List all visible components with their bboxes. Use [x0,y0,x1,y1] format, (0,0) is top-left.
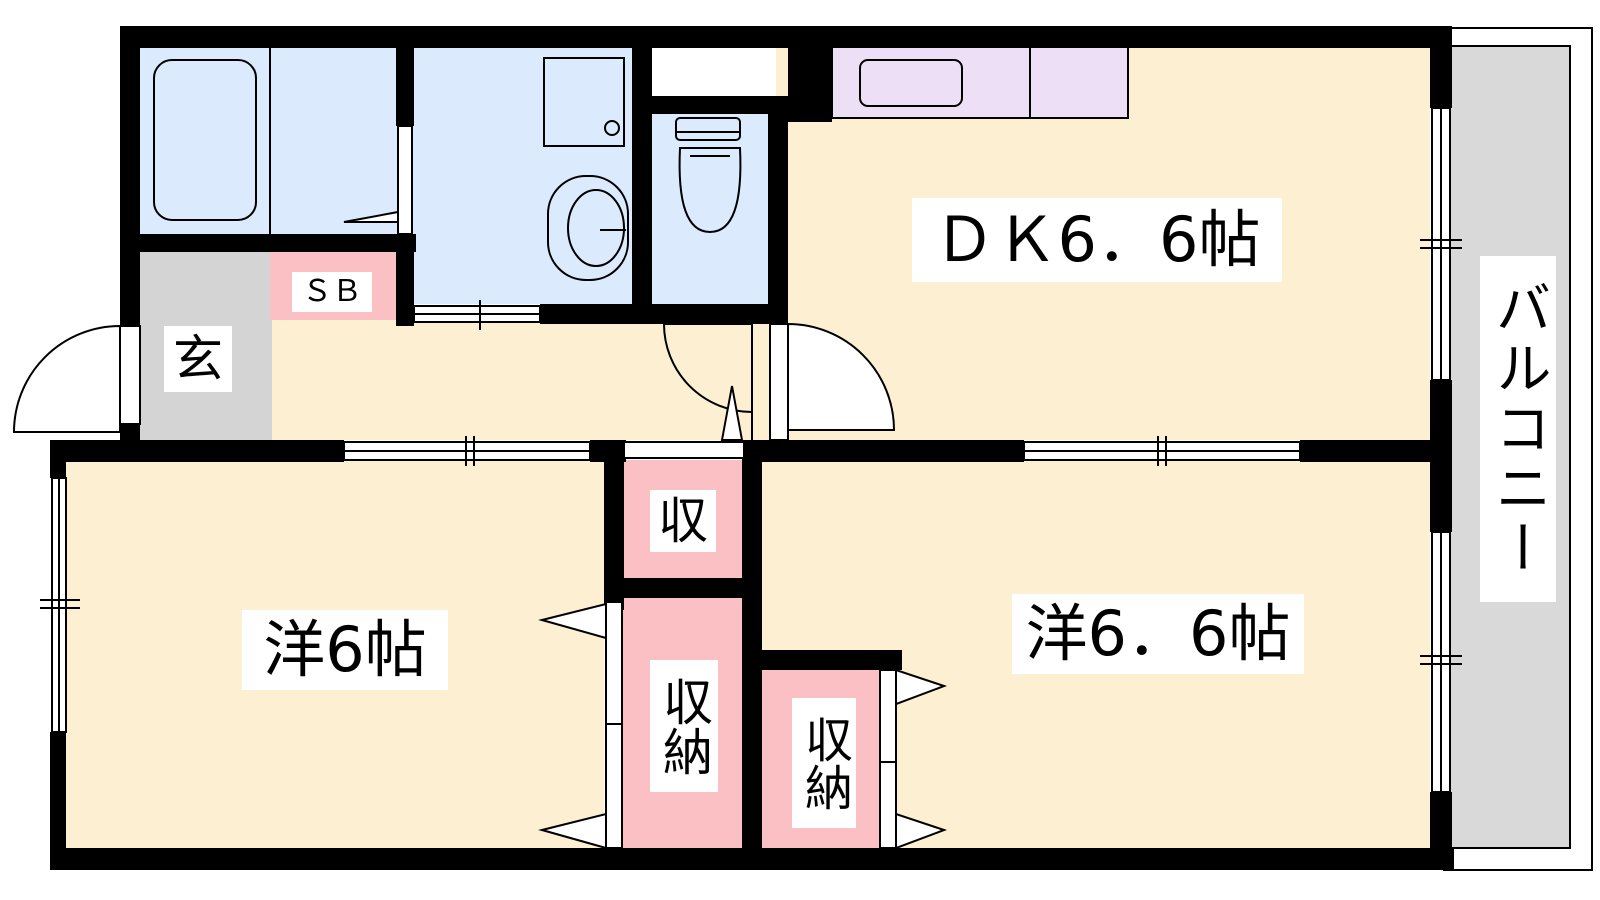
wall-top [120,26,1452,48]
walls [50,26,1454,870]
bath-door-frame [397,125,413,235]
wall-toilet-right [768,96,788,324]
entrance-door-swing [12,324,121,433]
wall-sb-right [396,234,414,326]
western-room-a-label: 洋6帖 [242,610,448,690]
storage-small-label: 収 [650,490,716,552]
washroom-floor [412,46,636,304]
wall-west-left-bottom [50,732,66,858]
wall-store-left [604,440,624,610]
wall-bath-bottom [120,234,416,252]
windows [40,107,1462,793]
closet-b-frame [879,669,897,849]
wall-toilet-bottom [652,304,788,324]
toilet-icon [675,117,742,234]
closet-a-arrow-top [538,602,607,640]
closet-b-arrow-top [895,668,947,706]
wall-mid-b [744,440,1024,462]
wall-right-c [1430,792,1452,870]
bathtub-icon [153,48,271,234]
entrance-label: 玄 [164,326,232,392]
wall-storeb-top [742,650,902,670]
storage-a-label: 収納 [650,660,718,792]
bath-door-arrow [343,210,399,223]
dk-room-label: ＤＫ6．6帖 [912,198,1282,282]
dk-door-swing [787,322,896,431]
balcony-label: バルコニー [1480,256,1556,602]
storage-b-label: 収納 [792,698,856,828]
wall-wash-bottom-a [540,304,652,324]
wall-west-top [50,440,344,462]
kitchen-counter [831,45,1129,119]
wall-toilet-top [652,96,788,114]
wall-mid-c [1300,440,1452,462]
wall-right-a [1430,26,1452,108]
wall-wash-right [632,46,652,324]
doors [12,210,947,850]
wall-bath-wash [396,46,414,126]
wall-left-upper [120,26,140,326]
closet-a-arrow-bottom [538,812,607,850]
wall-store-mid [604,578,760,598]
wall-kitchen-post [788,46,832,122]
toilet-door-arrow [720,385,744,441]
toilet-floor [652,112,770,304]
wall-west-left-top [50,440,66,478]
closet-b-arrow-bottom [895,812,947,850]
toilet-door-swing [662,323,753,414]
bathroom-floor [140,46,412,236]
washbasin-icon [543,57,629,281]
western-room-b-label: 洋6．6帖 [1012,594,1304,674]
shoe-box-label: ＳＢ [292,272,372,312]
sink-icon [859,59,963,107]
